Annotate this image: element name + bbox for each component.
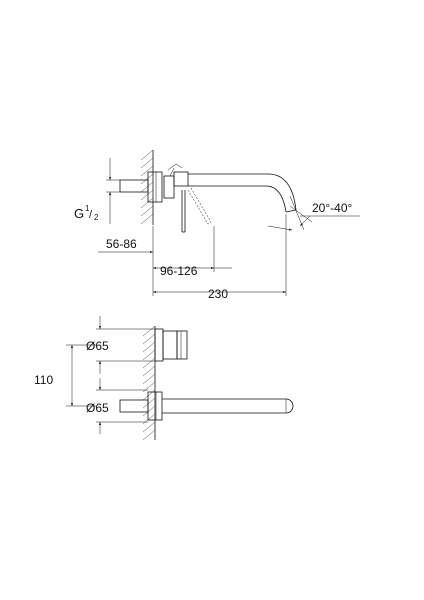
diameter-top-label: Ø65 (86, 339, 109, 353)
mounting-body-side (119, 163, 189, 203)
side-view: G 1 / 2 56-86 96-126 230 (74, 149, 360, 301)
lever-handle (181, 190, 186, 233)
spout-front (119, 391, 294, 421)
lever-offset-label: 96-126 (160, 264, 198, 278)
spout-length-label: 230 (208, 287, 228, 301)
front-view: Ø65 Ø65 110 (34, 316, 294, 441)
flow-angle-label: 20°-40° (312, 201, 352, 215)
thread-label-prefix: G (74, 206, 84, 221)
thread-label-num: 1 (85, 204, 90, 213)
spout-side (188, 173, 297, 213)
thread-dimension: G 1 / 2 (74, 158, 120, 224)
spout-length-dimension: 230 (152, 214, 287, 301)
wall-depth-label: 56-86 (106, 237, 137, 251)
wall-depth-dimension: 56-86 (98, 226, 154, 256)
wall-side-view (140, 149, 154, 225)
mixer-front (154, 328, 188, 362)
wall-front-view (142, 325, 156, 441)
diameter-bottom-label: Ø65 (86, 401, 109, 415)
center-distance-dimension: 110 (34, 344, 96, 407)
thread-label-slash: / (89, 209, 93, 221)
thread-label-den: 2 (94, 213, 99, 222)
lever-alt-position (187, 187, 212, 225)
center-distance-label: 110 (34, 373, 53, 387)
diameter-bottom-dimension: Ø65 (86, 378, 148, 434)
lever-offset-dimension: 96-126 (153, 226, 232, 278)
flow-angle-dimension: 20°-40° (267, 195, 360, 231)
diameter-top-dimension: Ø65 (86, 316, 155, 374)
